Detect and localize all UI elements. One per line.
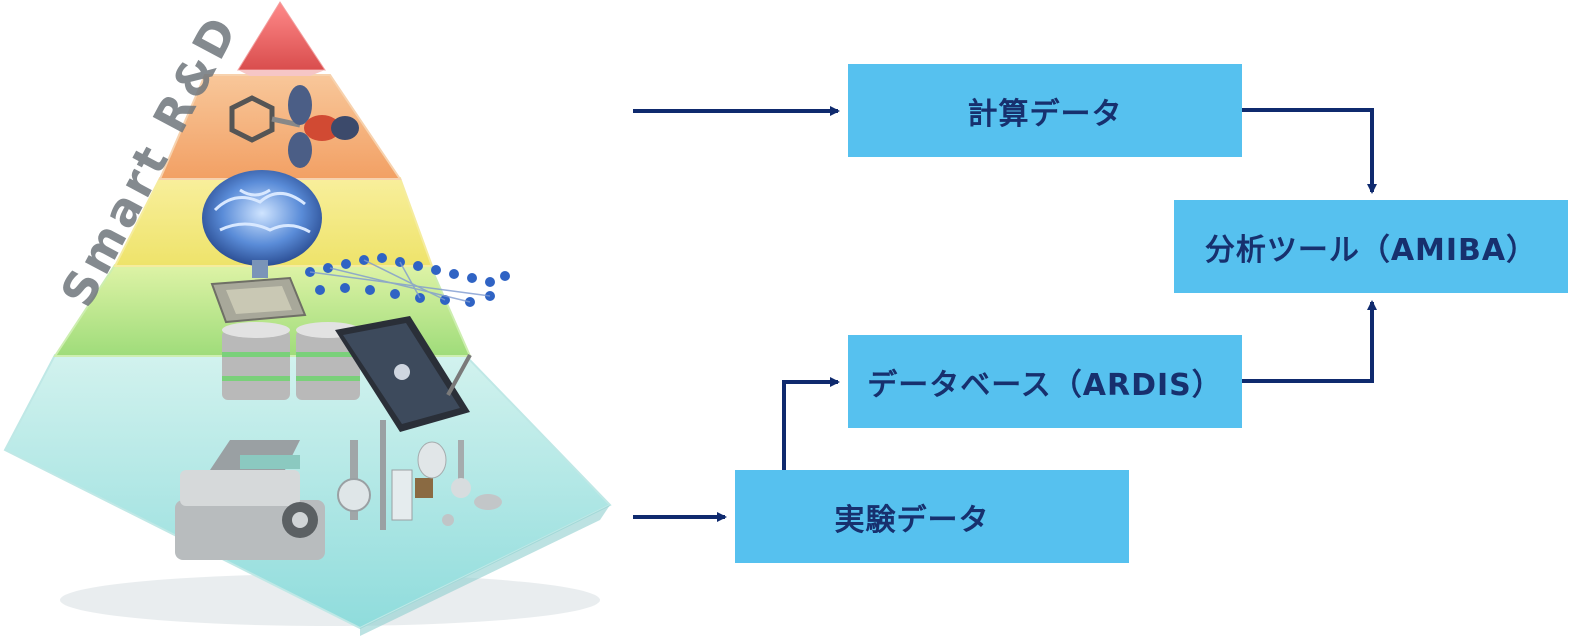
calc-data-label: 計算データ xyxy=(967,96,1123,132)
lab-equipment-icon xyxy=(175,420,502,560)
experiment-data-label: 実験データ xyxy=(834,502,990,538)
tier-red-top xyxy=(237,1,326,71)
experiment-data-box: 実験データ xyxy=(735,470,1129,563)
tablet-icon xyxy=(335,316,472,432)
cpu-chip-icon xyxy=(210,276,307,324)
smart-rd-pyramid-illustration xyxy=(3,1,612,636)
molecule-icon xyxy=(229,85,359,168)
calc-data-box: 計算データ xyxy=(848,64,1242,157)
analysis-tool-box: 分析ツール（AMIBA） xyxy=(1174,200,1568,293)
database-label: データベース（ARDIS） xyxy=(867,367,1223,403)
database-box: データベース（ARDIS） xyxy=(848,335,1242,428)
analysis-tool-label: 分析ツール（AMIBA） xyxy=(1204,232,1538,268)
arrow-calc-to-tool xyxy=(1242,108,1377,194)
database-servers-icon xyxy=(222,322,360,400)
arrow-experiment-to-db xyxy=(782,377,840,470)
neural-network-icon xyxy=(305,253,510,307)
arrow-db-to-tool xyxy=(1242,300,1377,383)
brain-icon xyxy=(202,170,322,278)
